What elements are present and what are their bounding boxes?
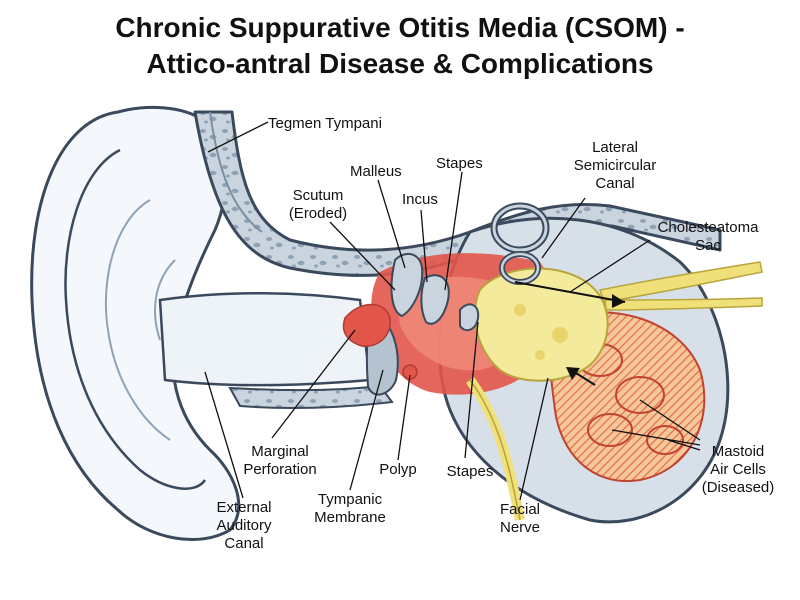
label-mastoid-line-3: (Diseased) (702, 479, 775, 496)
leader-lines (204, 121, 701, 501)
label-facial-line-2: Nerve (500, 519, 540, 536)
label-polyp: Polyp (379, 461, 417, 478)
label-mastoid-line-2: Air Cells (710, 461, 766, 478)
cholesteatoma-sac (473, 267, 609, 382)
page-title-line-1: Chronic Suppurative Otitis Media (CSOM) … (115, 12, 685, 43)
nerve-bundle (465, 261, 763, 521)
label-lateral-line-2: Semicircular (574, 157, 657, 174)
label-lateral-line-1: Lateral (592, 139, 638, 156)
external-auditory-canal (158, 291, 394, 410)
label-mastoid-line-1: Mastoid (712, 443, 765, 460)
tegmen-bone (193, 110, 722, 277)
label-tm-line-1: Tympanic (318, 491, 383, 508)
label-stapes-top: Stapes (436, 155, 483, 172)
label-stapes-bottom: Stapes (447, 463, 494, 480)
label-marginal-line-1: Marginal (251, 443, 309, 460)
label-lateral-line-3: Canal (595, 175, 634, 192)
label-eac-line-2: Auditory (216, 517, 272, 534)
ossicles (390, 252, 480, 332)
label-cholesteatoma-line-2: Sac (695, 237, 721, 254)
label-scutum-line-2: (Eroded) (289, 205, 347, 222)
label-incus: Incus (402, 191, 438, 208)
extension-arrows (514, 281, 626, 386)
label-cholesteatoma-line-1: Cholesteatoma (658, 219, 760, 236)
label-tegmen-tympani: Tegmen Tympani (268, 115, 382, 132)
label-eac-line-1: External (216, 499, 271, 516)
label-tm-line-2: Membrane (314, 509, 386, 526)
label-marginal-line-2: Perforation (243, 461, 316, 478)
marginal-perforation (342, 303, 391, 347)
label-facial-line-1: Facial (500, 501, 540, 518)
label-malleus: Malleus (350, 163, 402, 180)
label-eac-line-3: Canal (224, 535, 263, 552)
page-title-line-2: Attico-antral Disease & Complications (146, 48, 654, 79)
label-scutum-line-1: Scutum (293, 187, 344, 204)
